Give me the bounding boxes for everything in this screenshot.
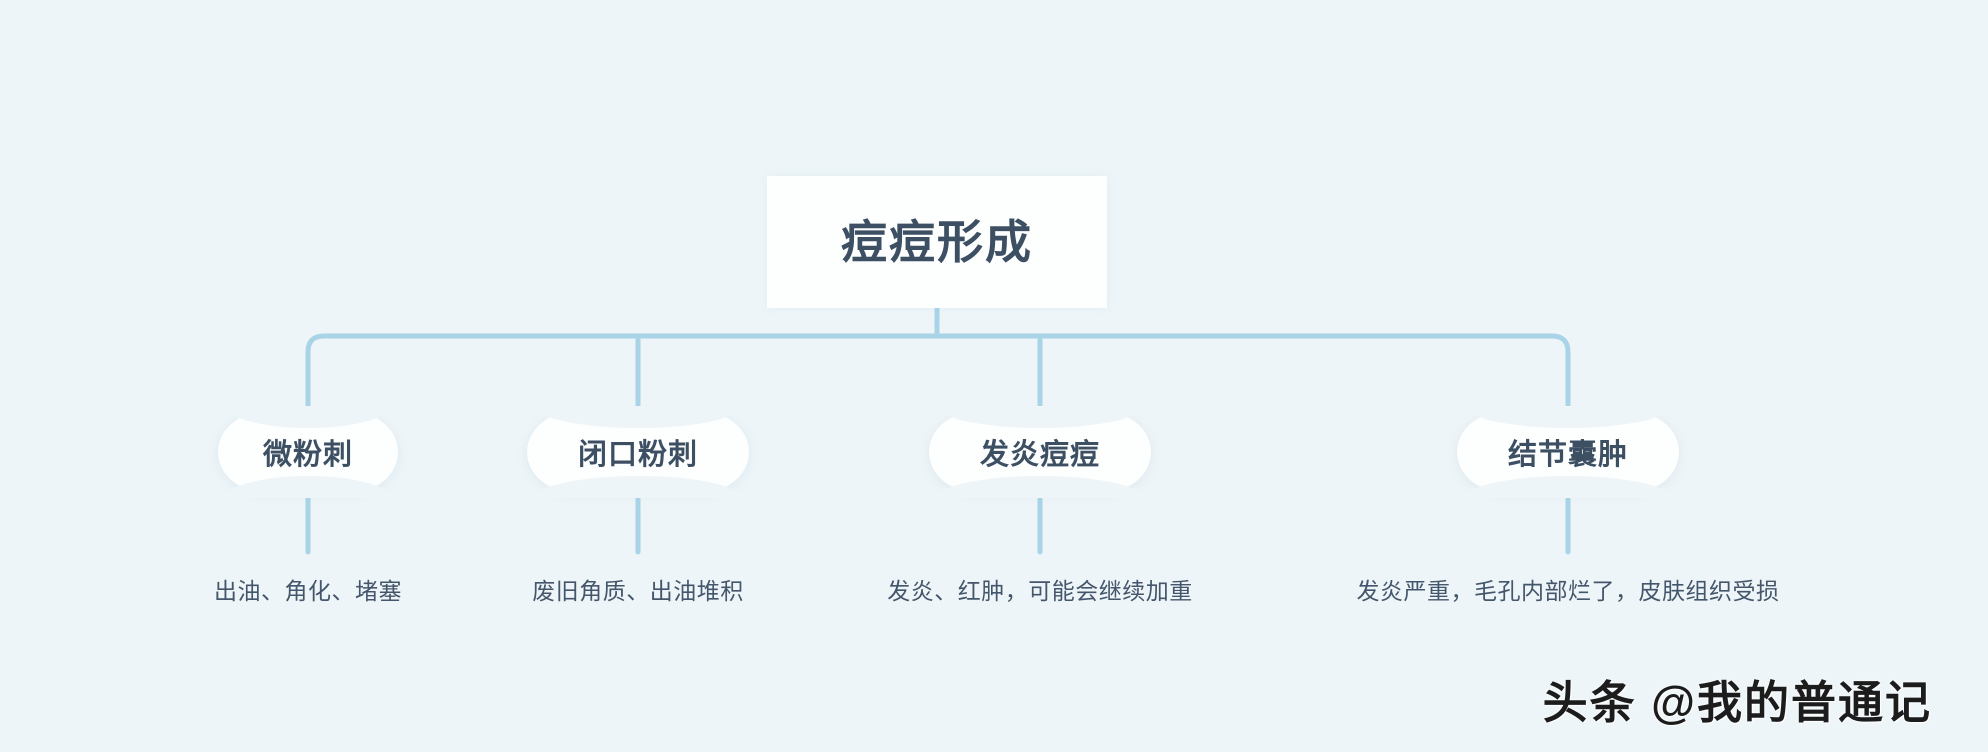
branch-node-3[interactable]: 发炎痘痘 bbox=[929, 406, 1151, 498]
branch-node-4[interactable]: 结节囊肿 bbox=[1457, 406, 1679, 498]
connector-bus bbox=[305, 333, 1571, 415]
branch-node-2-label: 闭口粉刺 bbox=[577, 439, 698, 471]
root-node[interactable]: 痘痘形成 bbox=[767, 176, 1107, 308]
branch-node-1-label: 微粉刺 bbox=[262, 439, 353, 471]
branch-description-3: 发炎、红肿，可能会继续加重 bbox=[887, 578, 1193, 604]
branch-description-2: 废旧角质、出油堆积 bbox=[532, 578, 744, 604]
branch-node-4-label: 结节囊肿 bbox=[1507, 439, 1628, 471]
branch-description-1: 出油、角化、堵塞 bbox=[214, 578, 402, 604]
branch-node-3-label: 发炎痘痘 bbox=[979, 439, 1100, 471]
watermark-text: 头条 @我的普通记 bbox=[1542, 677, 1932, 728]
root-node-label: 痘痘形成 bbox=[841, 216, 1033, 268]
branch-description-4: 发炎严重，毛孔内部烂了，皮肤组织受损 bbox=[1356, 578, 1780, 604]
branch-node-2[interactable]: 闭口粉刺 bbox=[527, 406, 749, 498]
branch-node-1[interactable]: 微粉刺 bbox=[218, 406, 398, 498]
